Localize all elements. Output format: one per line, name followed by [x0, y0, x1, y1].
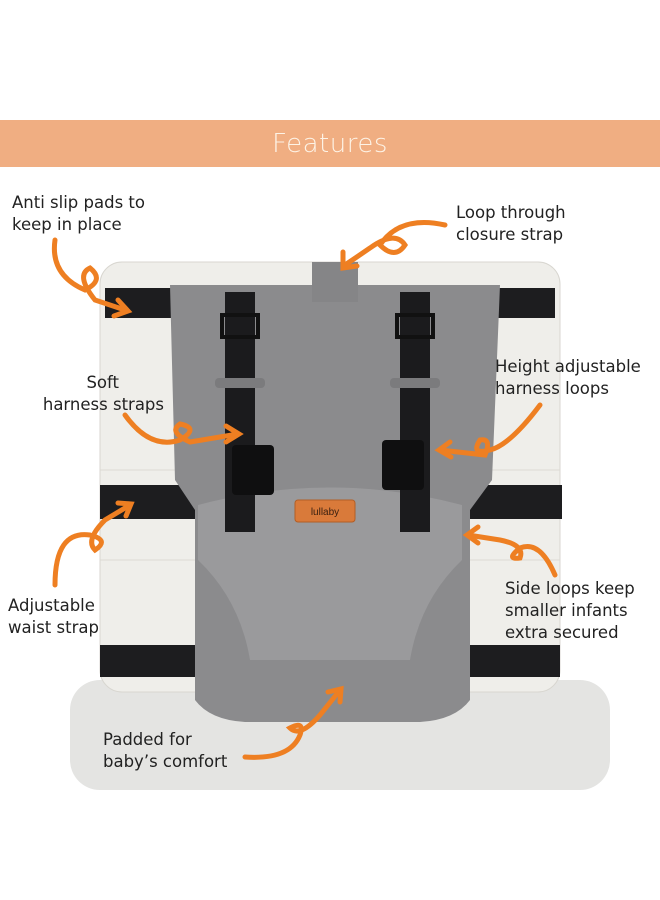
features-banner: Features: [0, 120, 660, 167]
harness-left: [225, 292, 255, 532]
arrow-waist: [52, 502, 133, 588]
harness-right: [400, 292, 430, 532]
arrow-soft-harness: [122, 412, 241, 445]
banner-title: Features: [272, 128, 388, 159]
arrow-padded: [242, 687, 343, 760]
arrow-height: [437, 402, 543, 458]
brand-tag: [294, 499, 356, 523]
callout-arrows: [51, 220, 558, 760]
padded-front: [198, 487, 462, 660]
arrow-loop-through: [342, 220, 448, 268]
svg-text:lullaby: lullaby: [311, 507, 339, 518]
arrow-anti-slip: [51, 237, 128, 313]
arrow-side-loops: [465, 532, 558, 578]
